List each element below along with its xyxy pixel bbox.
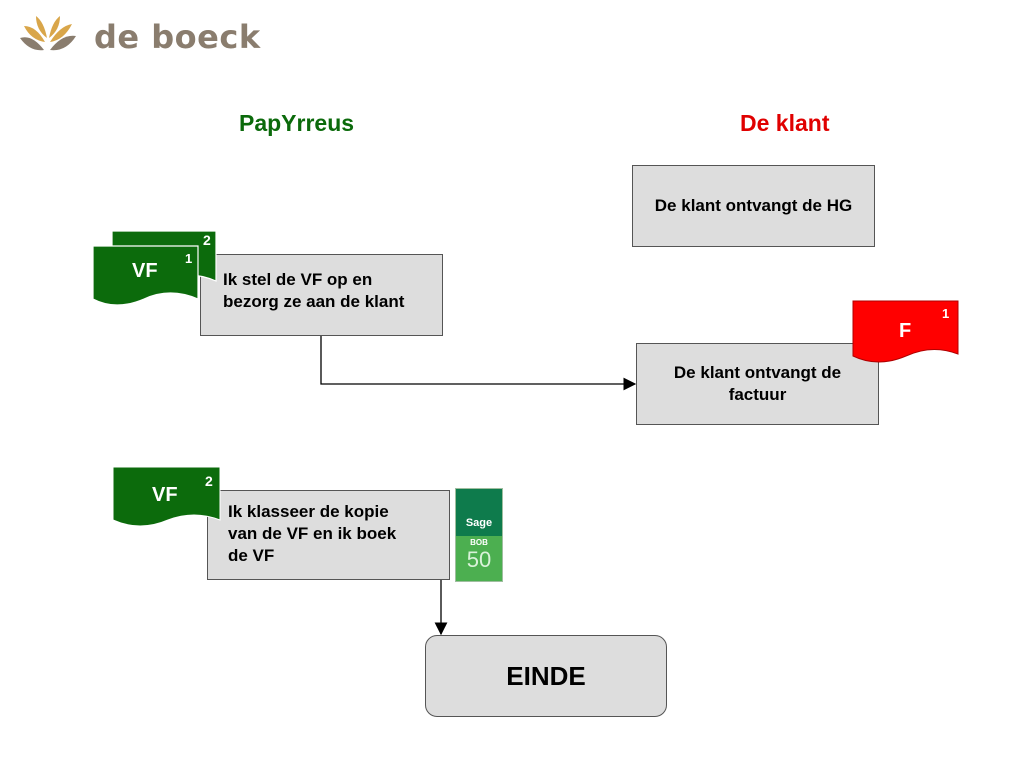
sage-product: BOB [470,538,488,547]
box-klasseer-kopie-line-3: de VF [228,546,275,565]
einde-text: EINDE [506,661,586,691]
sage-version: 50 [466,547,492,572]
box-klasseer-kopie-line-2: van de VF en ik boek [228,524,397,543]
vf-copy-label: VF [152,484,178,506]
vf-front-label: VF [132,260,158,282]
sage-bob-50-logo: Sage BOB 50 [455,488,503,582]
box-klant-ontvangt-hg-text: De klant ontvangt de HG [654,196,853,215]
einde-terminal: EINDE [425,635,667,717]
box-klant-ontvangt-factuur-line-2: factuur [728,385,787,404]
box-klant-ontvangt-hg: De klant ontvangt de HG [632,165,875,247]
vf-copy-document-icon [112,466,221,527]
right-column-title: De klant [740,110,830,136]
sage-brand: Sage [456,489,502,536]
f-document-label: F [899,320,912,342]
box-klant-ontvangt-factuur: De klant ontvangt de factuur [636,343,879,425]
vf-copy-number: 2 [205,473,213,489]
vf-document-stack-icon [92,230,217,306]
box-stel-vf-op-line-2: bezorg ze aan de klant [223,292,405,311]
box-klasseer-kopie-line-1: Ik klasseer de kopie [228,502,389,521]
vf-back-copy-number: 2 [203,232,211,248]
logo-text: de boeck [94,18,261,56]
box-klasseer-kopie: Ik klasseer de kopie van de VF en ik boe… [207,490,450,580]
box-klant-ontvangt-factuur-line-1: De klant ontvangt de [673,363,842,382]
box-stel-vf-op-line-1: Ik stel de VF op en [223,270,373,289]
left-column-title: PapYrreus [239,110,355,136]
f-document-copy-number: 1 [942,306,950,321]
f-document-icon [852,300,959,363]
vf-front-copy-number: 1 [185,251,193,266]
arrow-to-factuur [320,336,637,391]
box-stel-vf-op: Ik stel de VF op en bezorg ze aan de kla… [200,254,443,336]
de-boeck-logo-icon [20,16,76,51]
